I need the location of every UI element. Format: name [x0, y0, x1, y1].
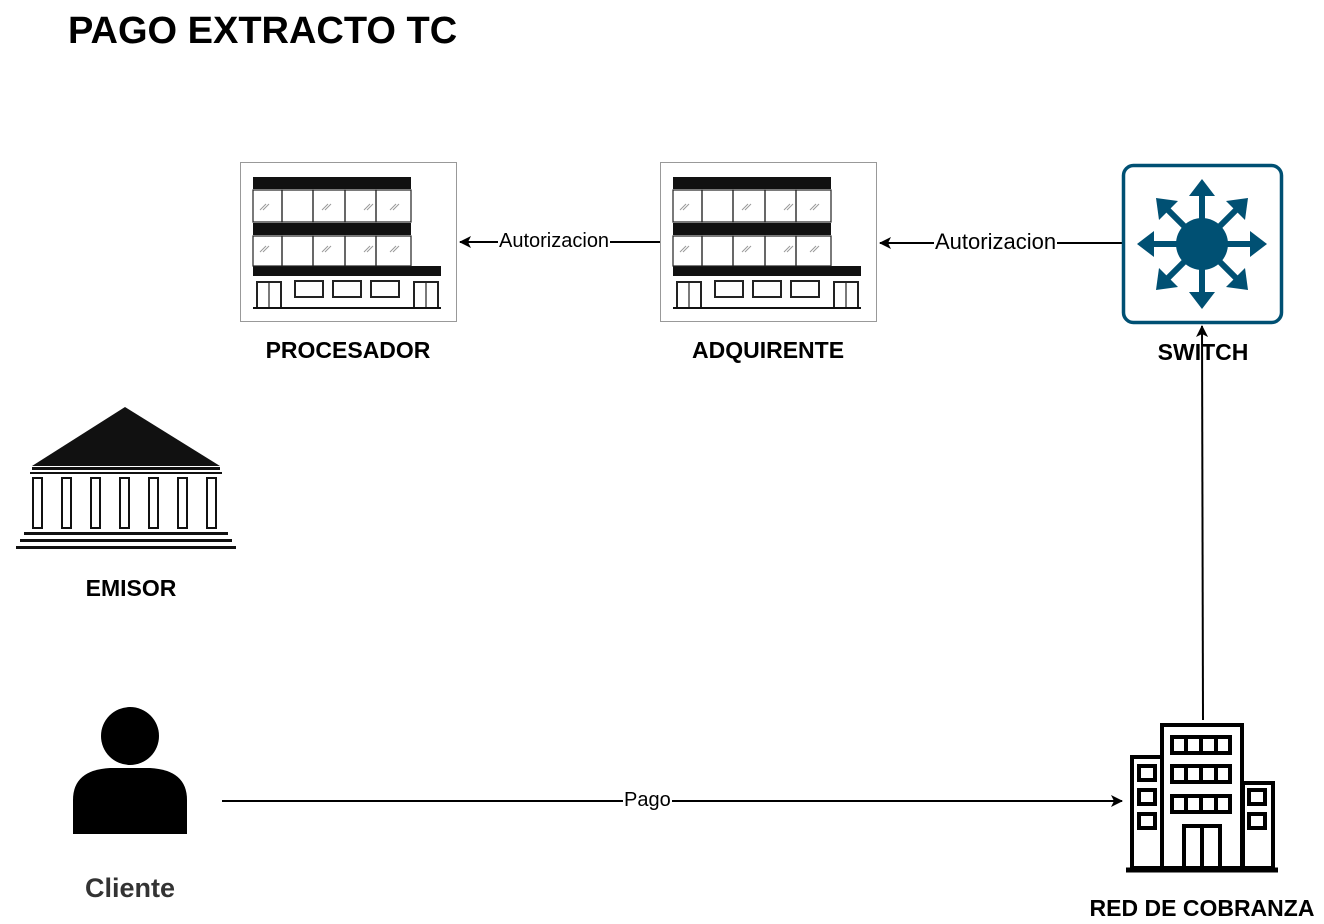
- edge-red-cobranza-to-switch: [1196, 325, 1209, 721]
- node-label-red-cobranza: RED DE COBRANZA: [1089, 895, 1315, 921]
- diagram-title: PAGO EXTRACTO TC: [68, 10, 458, 52]
- node-label-adquirente: ADQUIRENTE: [691, 337, 845, 363]
- network-switch-icon: [1121, 163, 1284, 325]
- edge-label-pago: Pago: [623, 789, 672, 812]
- node-label-cliente: Cliente: [84, 873, 176, 903]
- city-building-icon: [1126, 723, 1278, 873]
- node-label-procesador: PROCESADOR: [265, 337, 431, 363]
- office-building-icon: [240, 162, 457, 322]
- office-building-icon: [660, 162, 877, 322]
- edge-label-autorizacion-2: Autorizacion: [934, 229, 1058, 255]
- user-icon: [73, 707, 187, 834]
- node-label-switch: SWITCH: [1157, 339, 1249, 365]
- node-label-emisor: EMISOR: [85, 575, 177, 601]
- edge-label-autorizacion-1: Autorizacion: [498, 230, 611, 253]
- bank-icon: [16, 407, 236, 549]
